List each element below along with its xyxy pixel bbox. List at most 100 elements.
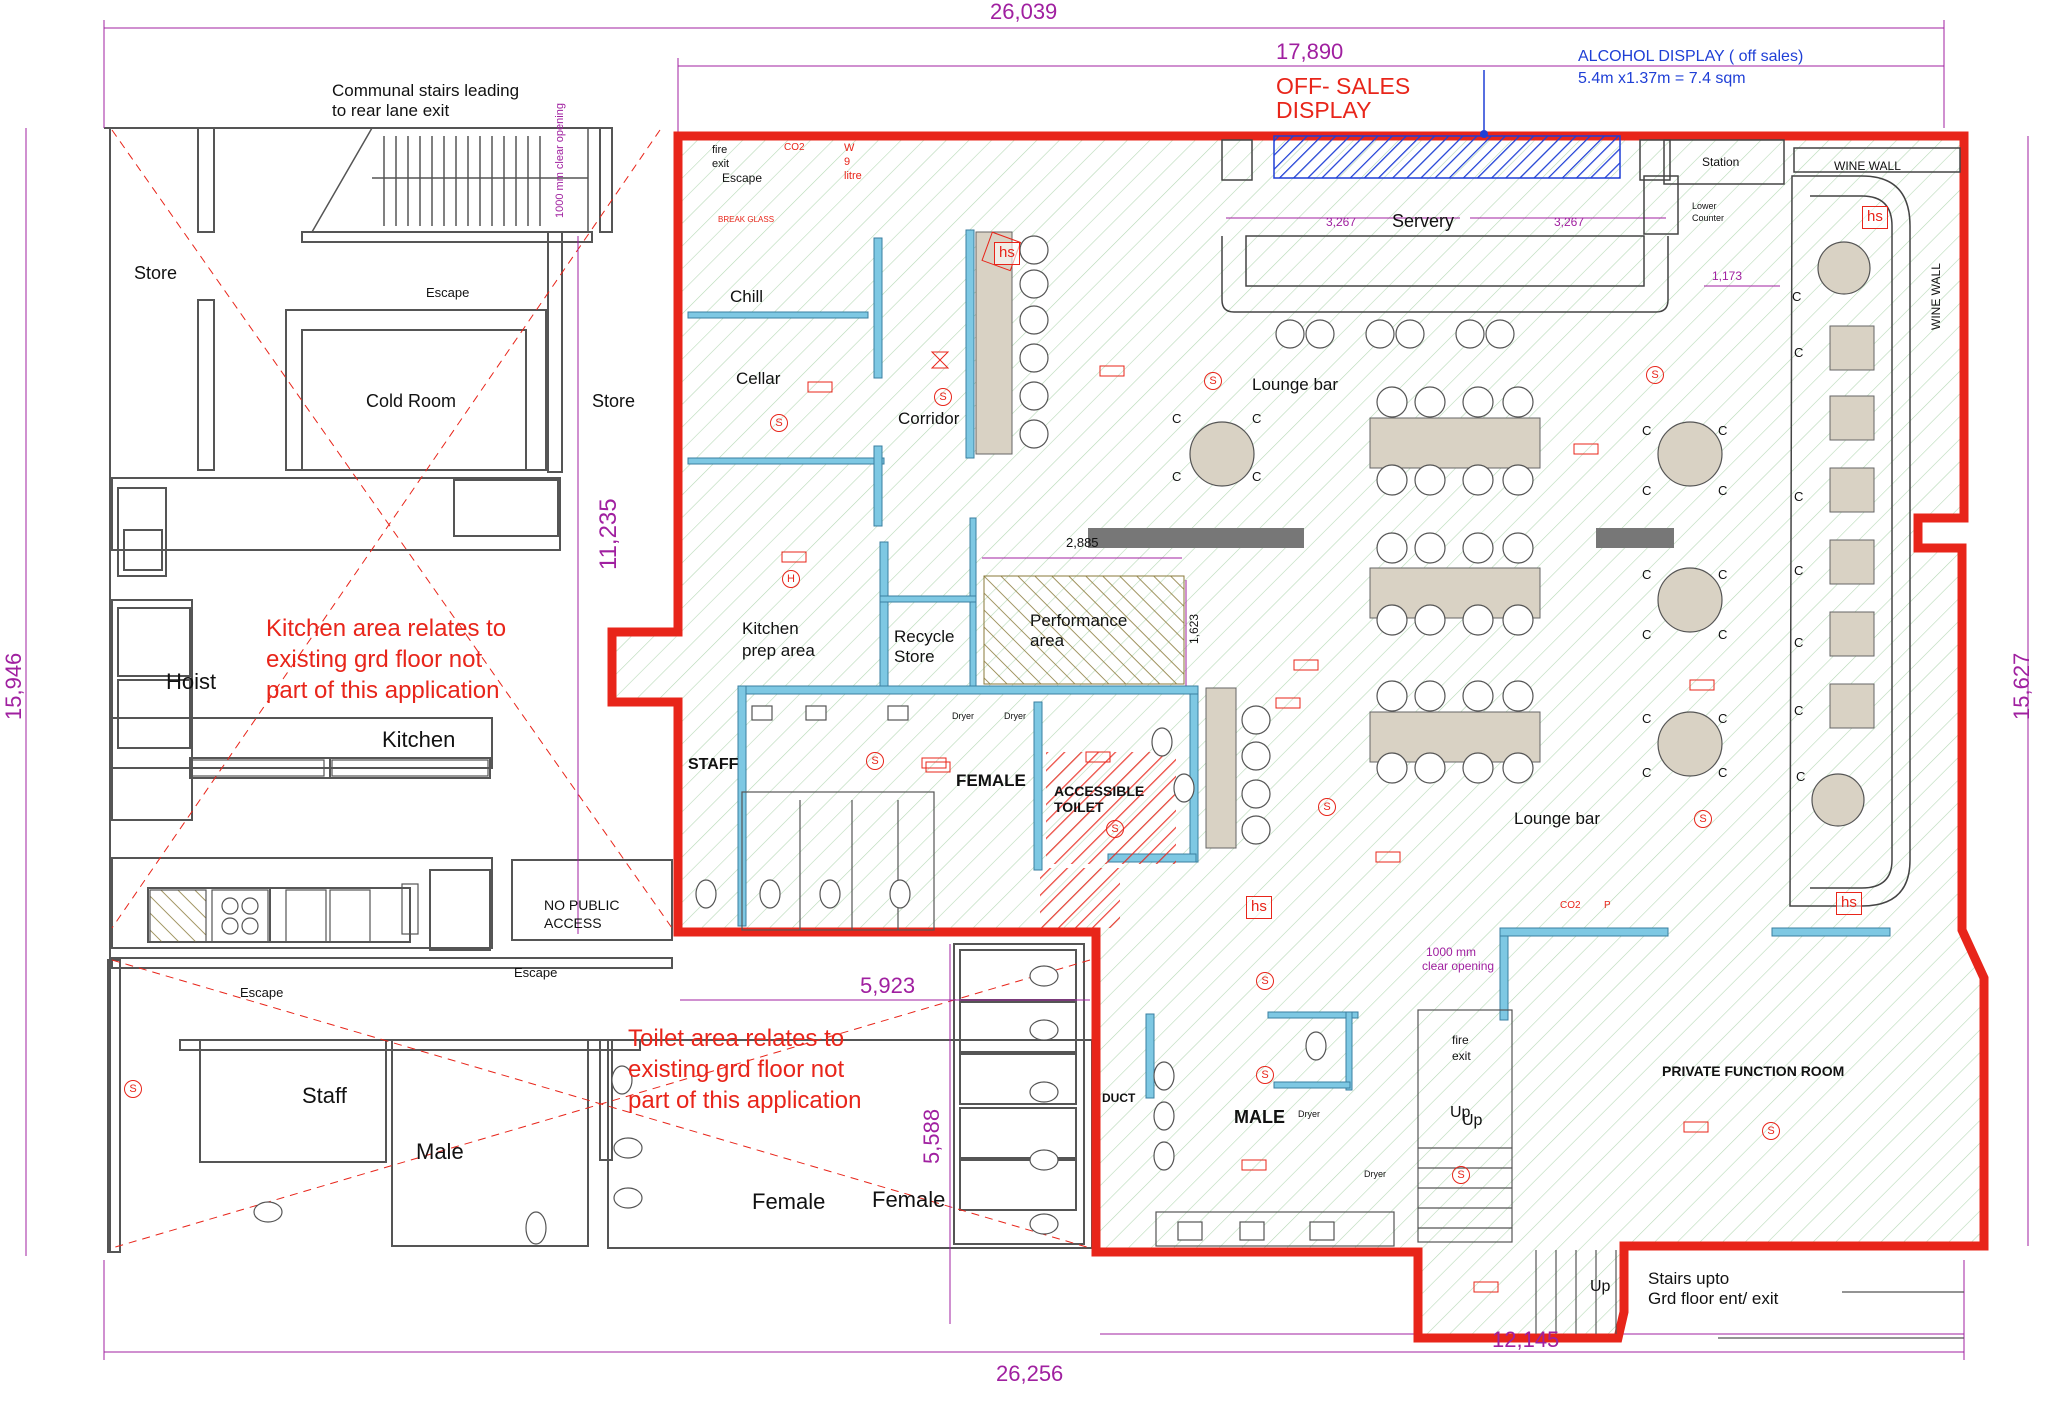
seat-circle [1019,343,1049,373]
room-fire-exit-top: exit [712,158,730,170]
room-escape-fire: Escape [722,171,763,185]
seat-circle [1019,235,1049,265]
dim-servery-left: 3,267 [1326,215,1357,229]
room-staff-wc: STAFF [688,756,739,773]
room-store-mid: Store [592,391,636,411]
chair-marker: C [1718,567,1728,582]
symbol-s: S [866,752,884,770]
seat-circle [1019,305,1049,335]
room-up-2: Up [1462,1112,1483,1129]
seat-circle [1414,604,1446,636]
room-performance: Performance [1030,611,1128,630]
dim-perf-height: 1,623 [1187,613,1201,644]
seat-circle [1811,773,1865,827]
chair-marker: C [1718,423,1728,438]
chair-marker: C [1792,289,1802,304]
dim-left-height: 15,946 [1,652,26,720]
room-lower-counter: Counter [1692,213,1725,223]
symbol-s: S [934,388,952,406]
room-no-public: ACCESS [544,915,602,931]
offsales-line2: DISPLAY [1276,97,1372,123]
room-accessible: ACCESSIBLE [1054,783,1145,799]
room-wine-wall-top: WINE WALL [1834,159,1901,173]
dim-overall-bottom: 26,256 [996,1361,1064,1386]
room-litre: 9 [844,156,851,168]
seat-circle [1462,680,1494,712]
dim-right-height: 15,627 [2009,652,2034,720]
room-lounge-bottom: Lounge bar [1514,809,1601,828]
seat-circle [1275,319,1305,349]
room-up-3: Up [1590,1278,1611,1295]
room-lounge-top: Lounge bar [1252,375,1339,394]
room-fire-exit-mid: exit [1452,1049,1471,1063]
application-boundary [607,131,1989,1343]
partitions [687,229,1891,1099]
room-dryer-1: Dryer [952,711,974,721]
room-recycle: Store [894,647,935,666]
servery-counter [1221,139,1961,907]
room-litre: W [844,142,855,154]
seat-circle [1019,419,1049,449]
room-escape-low2: Escape [240,985,284,1000]
chair-marker: C [1172,411,1182,426]
chair-marker: C [1718,711,1728,726]
room-female-left1: Female [752,1189,826,1214]
dim-overall-top: 26,039 [990,0,1058,24]
seat-circle [1502,532,1534,564]
seat-circle [1241,779,1271,809]
symbol-s: S [1106,820,1124,838]
chair-marker: C [1794,489,1804,504]
dim-door-mid-b: clear opening [1422,959,1495,973]
symbol-s: S [1646,366,1664,384]
chair-marker: C [1794,563,1804,578]
seat-circle [1376,680,1408,712]
seat-circle [1657,711,1723,777]
stool-group [1019,235,1871,845]
seat-circle [1502,386,1534,418]
room-staff-left: Staff [302,1083,347,1108]
symbol-s: S [1256,972,1274,990]
symbol-s: S [124,1080,142,1098]
dim-servery-right: 3,267 [1554,215,1585,229]
seat-circle [1241,815,1271,845]
room-up-1: Up [1450,1104,1471,1121]
seat-circle [1376,464,1408,496]
seat-circle [1365,319,1395,349]
room-cold-room: Cold Room [366,391,457,411]
seat-circle [1019,269,1049,299]
dim-counter-gap: 1,173 [1712,269,1743,283]
seat-circle [1241,705,1271,735]
chair-marker: C [1642,627,1652,642]
dim-toilet-height: 5,588 [919,1108,944,1164]
kitchen-note-line: part of this application [266,677,500,704]
communal-stairs-line: to rear lane exit [332,101,450,120]
room-duct: DUCT [1102,1091,1136,1105]
seat-circle [1502,752,1534,784]
chair-marker: C [1642,423,1652,438]
seat-circle [1414,752,1446,784]
construction-lines [111,129,1091,1249]
stairs-upto-line: Grd floor ent/ exit [1648,1289,1779,1308]
communal-stairs-line: Communal stairs leading [332,81,520,100]
seat-circle [1502,604,1534,636]
seat-circle [1455,319,1485,349]
accessible-toilet-hatch [1046,752,1176,864]
existing-building [104,127,1093,1253]
room-female-wc: FEMALE [956,771,1026,790]
chair-marker: C [1718,627,1728,642]
seat-circle [1485,319,1515,349]
seat-circle [1189,421,1255,487]
room-accessible: TOILET [1054,799,1104,815]
symbol-hs: hs [994,242,1020,265]
symbol-hs: hs [1862,206,1888,229]
chair-marker: C [1794,703,1804,718]
alcohol-leader-dot [1480,130,1488,138]
room-store-left: Store [134,263,178,283]
symbol-s: S [1318,798,1336,816]
symbol-s: S [770,414,788,432]
kitchen-note-line: Kitchen area relates to [266,615,507,642]
toilet-note-line: existing grd floor not [628,1056,845,1083]
room-kitchen-prep: prep area [742,641,815,660]
application-area [612,136,1984,1338]
seat-circle [1414,680,1446,712]
